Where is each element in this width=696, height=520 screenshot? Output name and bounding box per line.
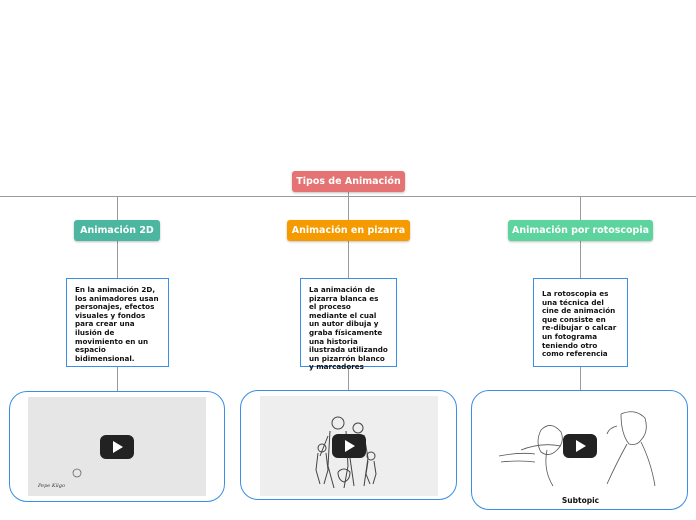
topic-animacion-rotoscopia[interactable]: Animación por rotoscopia <box>508 220 653 241</box>
topic-animacion-pizarra[interactable]: Animación en pizarra <box>287 220 410 241</box>
play-icon[interactable] <box>332 434 366 458</box>
connector-right <box>580 196 581 220</box>
connector-left <box>117 196 118 220</box>
topic-label: Animación 2D <box>80 225 154 236</box>
video-card-2d[interactable]: Pepe Kilgo <box>9 391 225 502</box>
rotoscope-sketch <box>498 411 656 487</box>
play-icon[interactable] <box>100 435 134 459</box>
video-thumbnail-rotoscopia <box>491 400 669 490</box>
video-thumbnail-2d: Pepe Kilgo <box>28 397 206 496</box>
root-topic[interactable]: Tipos de Animación <box>292 171 405 192</box>
video-card-pizarra[interactable] <box>240 390 457 500</box>
video-card-rotoscopia[interactable]: Subtopic <box>471 390 688 510</box>
connector-center-video <box>348 366 349 391</box>
connector-left-video <box>117 366 118 391</box>
topic-animacion-2d[interactable]: Animación 2D <box>74 220 160 241</box>
connector-right-desc <box>580 241 581 278</box>
play-icon[interactable] <box>563 434 597 458</box>
description-text: En la animación 2D, los animadores usan … <box>75 285 159 363</box>
connector-left-desc <box>117 241 118 278</box>
root-topic-label: Tipos de Animación <box>296 176 401 187</box>
description-2d[interactable]: En la animación 2D, los animadores usan … <box>66 278 169 367</box>
description-rotoscopia[interactable]: La rotoscopia es una técnica del cine de… <box>533 278 628 367</box>
description-text: La rotoscopia es una técnica del cine de… <box>542 289 617 359</box>
video-thumbnail-pizarra <box>260 396 438 496</box>
description-text: La animación de pizarra blanca es el pro… <box>309 285 388 372</box>
topic-label: Animación por rotoscopia <box>511 225 650 236</box>
connector-center <box>348 191 349 220</box>
thumbnail-signature: Pepe Kilgo <box>38 483 65 489</box>
connector-right-video <box>580 366 581 391</box>
topic-label: Animación en pizarra <box>291 225 406 236</box>
connector-center-desc <box>348 241 349 278</box>
description-pizarra[interactable]: La animación de pizarra blanca es el pro… <box>300 278 397 371</box>
subtopic-caption: Subtopic <box>561 496 600 505</box>
